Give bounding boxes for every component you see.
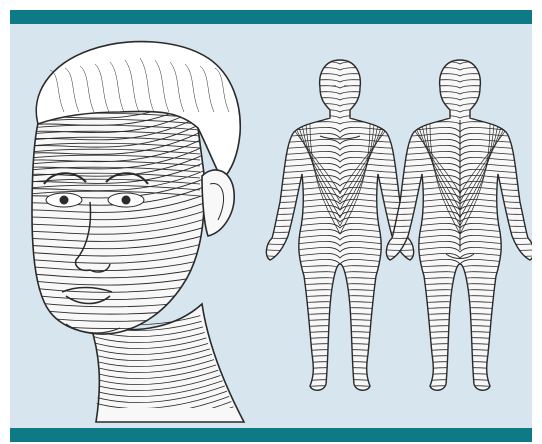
illustration-panel (10, 24, 532, 428)
top-accent-band (10, 10, 532, 24)
illustration-canvas (10, 24, 532, 428)
bottom-accent-band (10, 428, 532, 442)
